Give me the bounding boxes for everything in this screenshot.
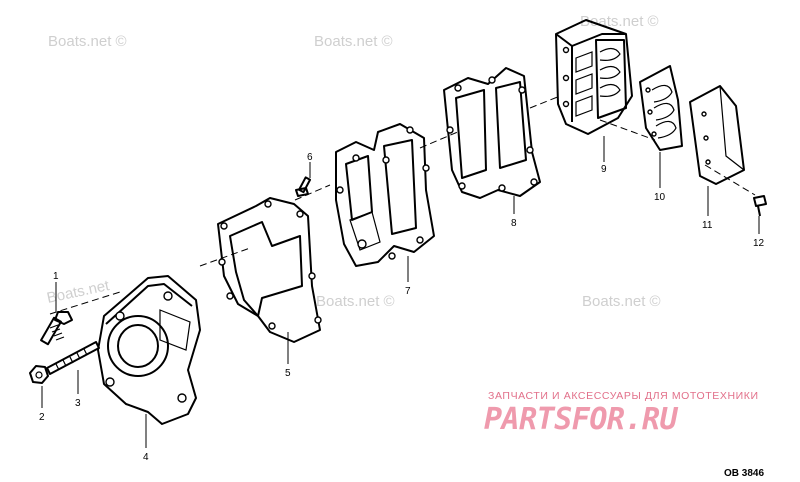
part-8-gasket: [443, 67, 541, 199]
watermark: Boats.net ©: [48, 33, 127, 50]
part-9-reed-block: [555, 19, 633, 135]
callout-9: 9: [601, 164, 607, 175]
brand-tagline: ЗАПЧАСТИ И АКСЕССУАРЫ ДЛЯ МОТОТЕХНИКИ: [488, 390, 759, 402]
callout-12: 12: [753, 238, 765, 249]
part-4-adapter-plate: [97, 275, 201, 425]
drawing-reference-code: OB 3846: [724, 468, 764, 479]
callout-8: 8: [511, 218, 517, 229]
callout-4: 4: [143, 452, 149, 463]
watermark: Boats.net ©: [316, 293, 395, 310]
part-5-gasket: [217, 197, 322, 343]
watermark: Boats.net ©: [582, 293, 661, 310]
brand-logo: PARTSFOR.RU: [484, 402, 678, 437]
callout-3: 3: [75, 398, 81, 409]
watermark: Boats.net ©: [314, 33, 393, 50]
part-6-screw: [295, 176, 312, 197]
part-7-spacer: [335, 123, 435, 267]
assembly-axis-line: [49, 95, 756, 315]
part-3-stud: [46, 341, 100, 375]
part-2-nut: [29, 365, 49, 384]
part-10-reed-petals: [639, 65, 683, 151]
callout-10: 10: [654, 192, 666, 203]
callout-11: 11: [702, 220, 713, 231]
part-12-screw: [753, 195, 767, 217]
part-1-screw: [40, 311, 73, 346]
part-11-reed-stop: [689, 85, 745, 185]
callout-5: 5: [285, 368, 291, 379]
callout-6: 6: [307, 152, 313, 163]
callout-7: 7: [405, 286, 411, 297]
callout-2: 2: [39, 412, 45, 423]
callout-1: 1: [53, 271, 59, 282]
